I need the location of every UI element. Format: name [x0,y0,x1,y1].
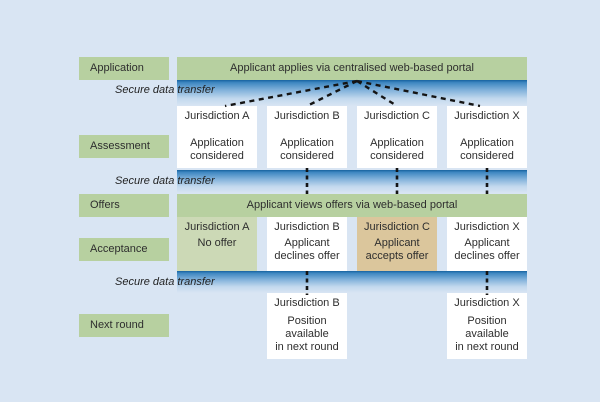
jurisdiction-body: Application considered [280,137,334,162]
stage-label-offers: Offers [79,194,169,217]
assessment-box-jurisdiction-x: Jurisdiction X Application considered [447,106,527,168]
jurisdiction-title: Jurisdiction X [454,221,520,233]
next-round-box-jurisdiction-x: Jurisdiction X Position available in nex… [447,293,527,359]
secure-band-3 [177,271,527,293]
secure-transfer-label-1: Secure data transfer [115,84,215,96]
jurisdiction-title: Jurisdiction B [274,110,340,122]
acceptance-box-jurisdiction-x: Jurisdiction X Applicant declines offer [447,217,527,271]
secure-transfer-label-3: Secure data transfer [115,276,215,288]
jurisdiction-body: Application considered [190,137,244,162]
assessment-box-jurisdiction-c: Jurisdiction C Application considered [357,106,437,168]
secure-band-1 [177,80,527,106]
jurisdiction-title: Jurisdiction B [274,221,340,233]
jurisdiction-title: Jurisdiction C [363,221,431,233]
stage-label-assessment: Assessment [79,135,169,158]
jurisdiction-body: Application considered [460,137,514,162]
secure-transfer-label-2: Secure data transfer [115,175,215,187]
jurisdiction-body: Position available in next round [455,315,519,353]
jurisdiction-body: Position available in next round [275,315,339,353]
secure-band-2 [177,170,527,193]
acceptance-box-jurisdiction-a: Jurisdiction A No offer [177,217,257,271]
jurisdiction-title: Jurisdiction A [184,221,250,233]
jurisdiction-title: Jurisdiction B [274,297,340,309]
jurisdiction-title: Jurisdiction X [454,297,520,309]
stage-label-application: Application [79,57,169,80]
stage-label-acceptance: Acceptance [79,238,169,261]
jurisdiction-title: Jurisdiction X [454,110,520,122]
jurisdiction-body: Applicant declines offer [274,237,340,262]
jurisdiction-body: No offer [197,237,237,249]
assessment-box-jurisdiction-a: Jurisdiction A Application considered [177,106,257,168]
stage-label-next-round: Next round [79,314,169,337]
banner-application-portal: Applicant applies via centralised web-ba… [177,57,527,80]
next-round-box-jurisdiction-b: Jurisdiction B Position available in nex… [267,293,347,359]
acceptance-box-jurisdiction-c: Jurisdiction C Applicant accepts offer [357,217,437,271]
jurisdiction-body: Applicant declines offer [454,237,520,262]
jurisdiction-title: Jurisdiction A [184,110,250,122]
assessment-box-jurisdiction-b: Jurisdiction B Application considered [267,106,347,168]
jurisdiction-title: Jurisdiction C [363,110,431,122]
jurisdiction-body: Application considered [370,137,424,162]
banner-offers-portal: Applicant views offers via web-based por… [177,194,527,217]
acceptance-box-jurisdiction-b: Jurisdiction B Applicant declines offer [267,217,347,271]
jurisdiction-body: Applicant accepts offer [365,237,429,262]
